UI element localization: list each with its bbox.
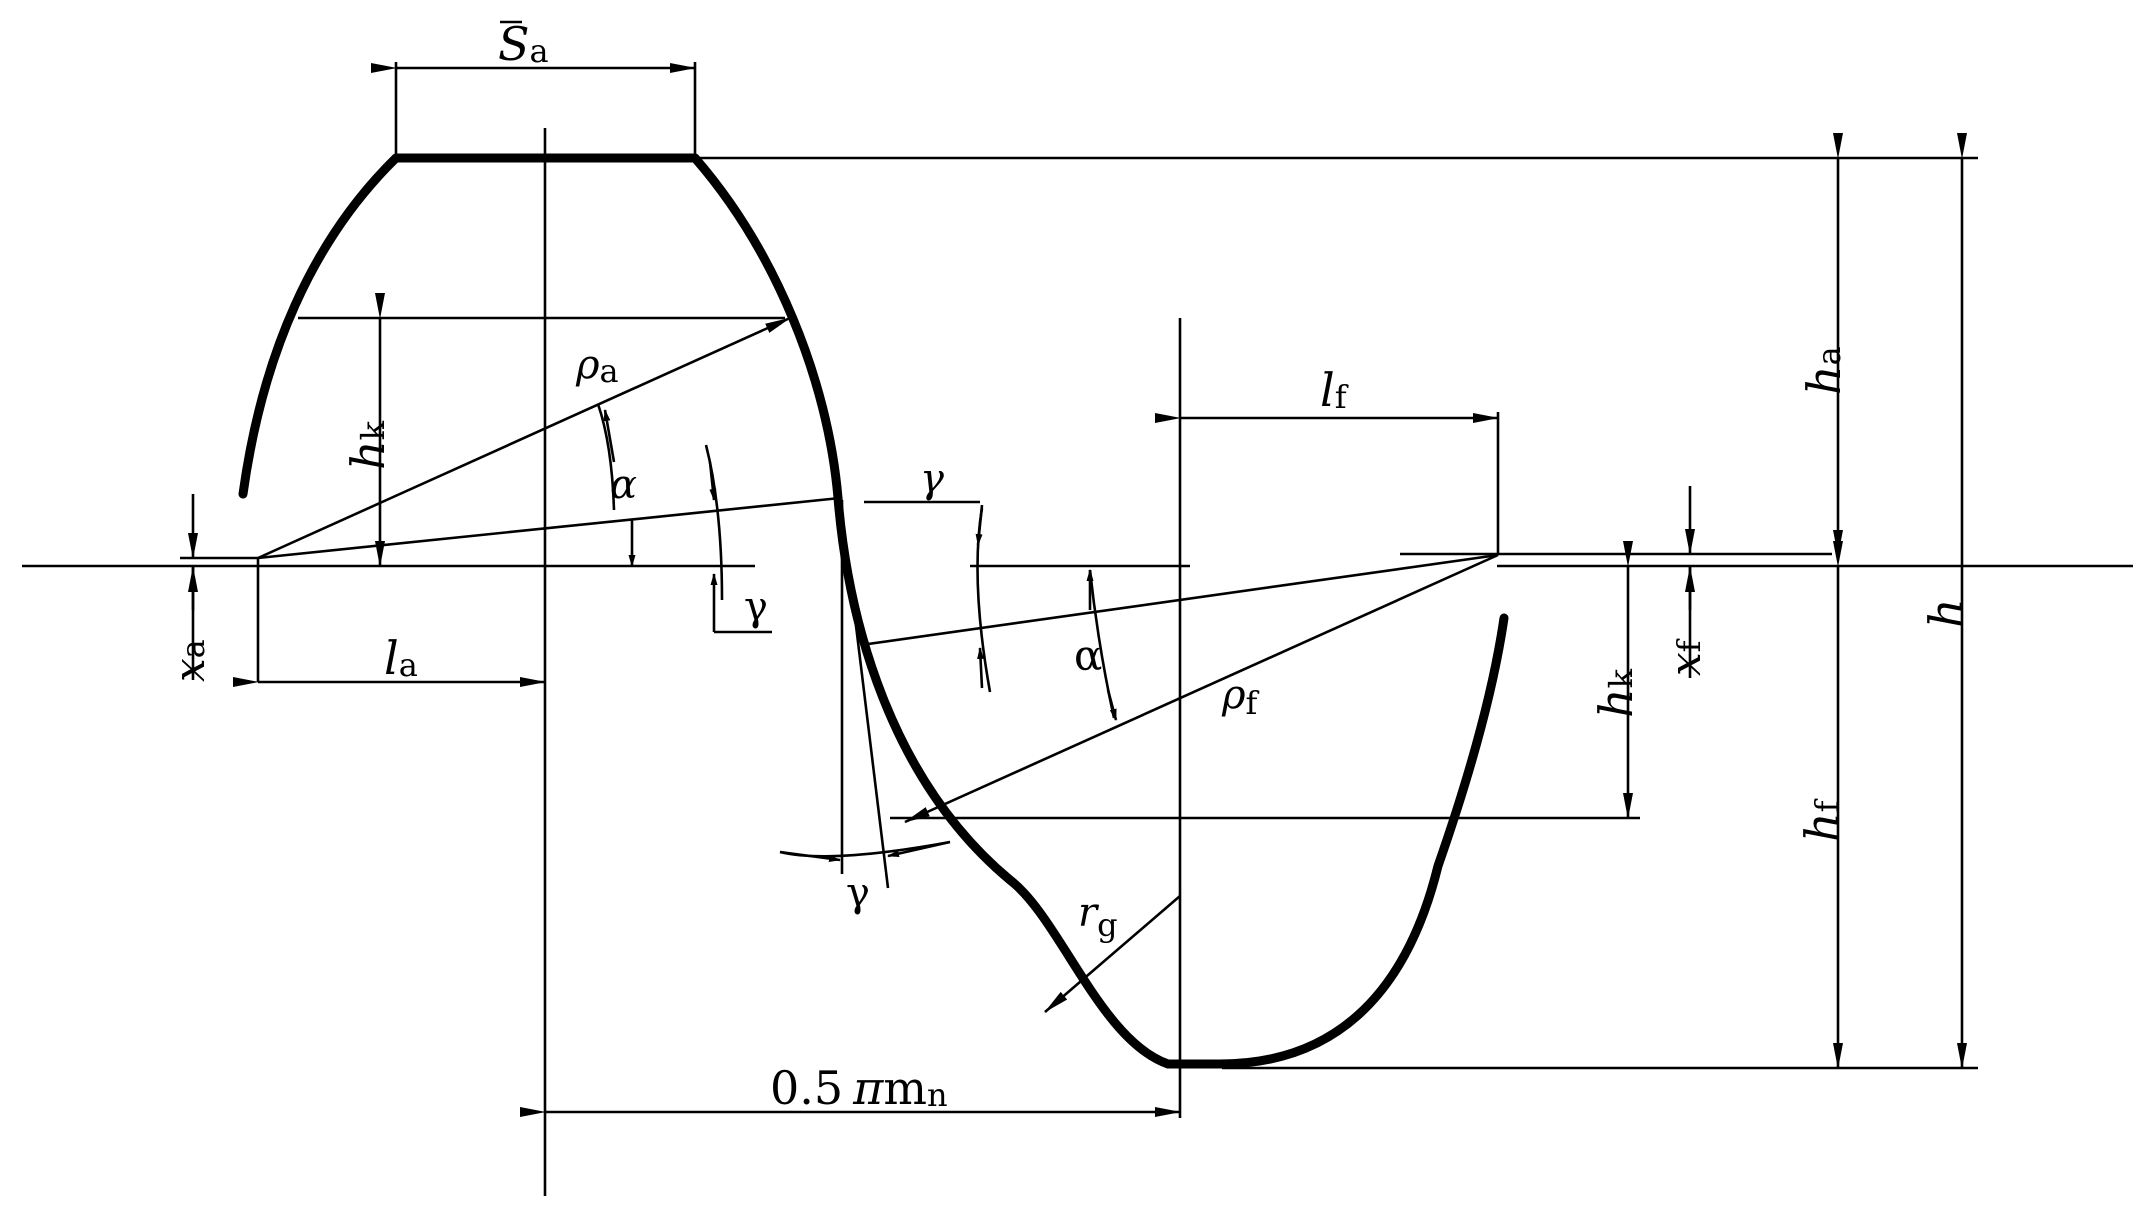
label-gamma-left: γ bbox=[744, 584, 768, 630]
gamma-mid-arrow-lower bbox=[977, 647, 985, 689]
label-xa: xa bbox=[165, 639, 214, 682]
label-rg: rg bbox=[1078, 890, 1118, 944]
label-lf: lf bbox=[1320, 363, 1349, 417]
gamma-mid-arrow bbox=[975, 504, 984, 546]
label-rho-f: ρf bbox=[1221, 672, 1260, 722]
alpha-right-line bbox=[867, 553, 1499, 646]
label-hk-right: hk bbox=[1589, 668, 1643, 718]
construction-lines bbox=[257, 316, 1499, 1013]
alpha-right-arrow-down bbox=[1106, 689, 1118, 721]
tangent-inclined-line bbox=[846, 559, 890, 889]
label-la: la bbox=[384, 631, 418, 685]
gamma-left-arrow-down bbox=[708, 461, 717, 501]
label-alpha-right: α bbox=[1074, 631, 1102, 680]
tooth-profile bbox=[238, 153, 1509, 1069]
label-ha: ha bbox=[1797, 346, 1851, 395]
tooth-right-flank bbox=[1215, 613, 1509, 1069]
rho-a-radius bbox=[257, 316, 791, 560]
label-alpha-left: α bbox=[610, 462, 637, 508]
label-gamma-bottom: γ bbox=[846, 870, 870, 916]
tooth-drive-flank bbox=[690, 153, 1173, 1069]
labels: Sa ha h hf hk hk ρa ρf α α γ γ γ la lf x… bbox=[165, 17, 1973, 1115]
label-gamma-top: γ bbox=[920, 456, 944, 502]
alpha-left-arc bbox=[596, 403, 616, 511]
gamma-bottom-arrow-right bbox=[887, 840, 951, 858]
label-h: h bbox=[1919, 598, 1973, 628]
tooth-left-flank bbox=[238, 153, 401, 499]
gamma-left-arc bbox=[704, 444, 724, 601]
label-hf: hf bbox=[1795, 798, 1849, 842]
dimension-lines bbox=[188, 62, 1967, 1117]
label-hk-left: hk bbox=[341, 420, 395, 470]
label-rho-a: ρa bbox=[575, 342, 619, 390]
gamma-bottom-arrow-left bbox=[779, 850, 841, 863]
rho-f-radius bbox=[904, 553, 1499, 824]
label-sa: Sa bbox=[498, 17, 549, 71]
alpha-left-arrow-up bbox=[603, 409, 616, 463]
label-xf: xf bbox=[1661, 638, 1710, 676]
alpha-left-line bbox=[257, 496, 841, 560]
rg-radius bbox=[1044, 895, 1181, 1013]
